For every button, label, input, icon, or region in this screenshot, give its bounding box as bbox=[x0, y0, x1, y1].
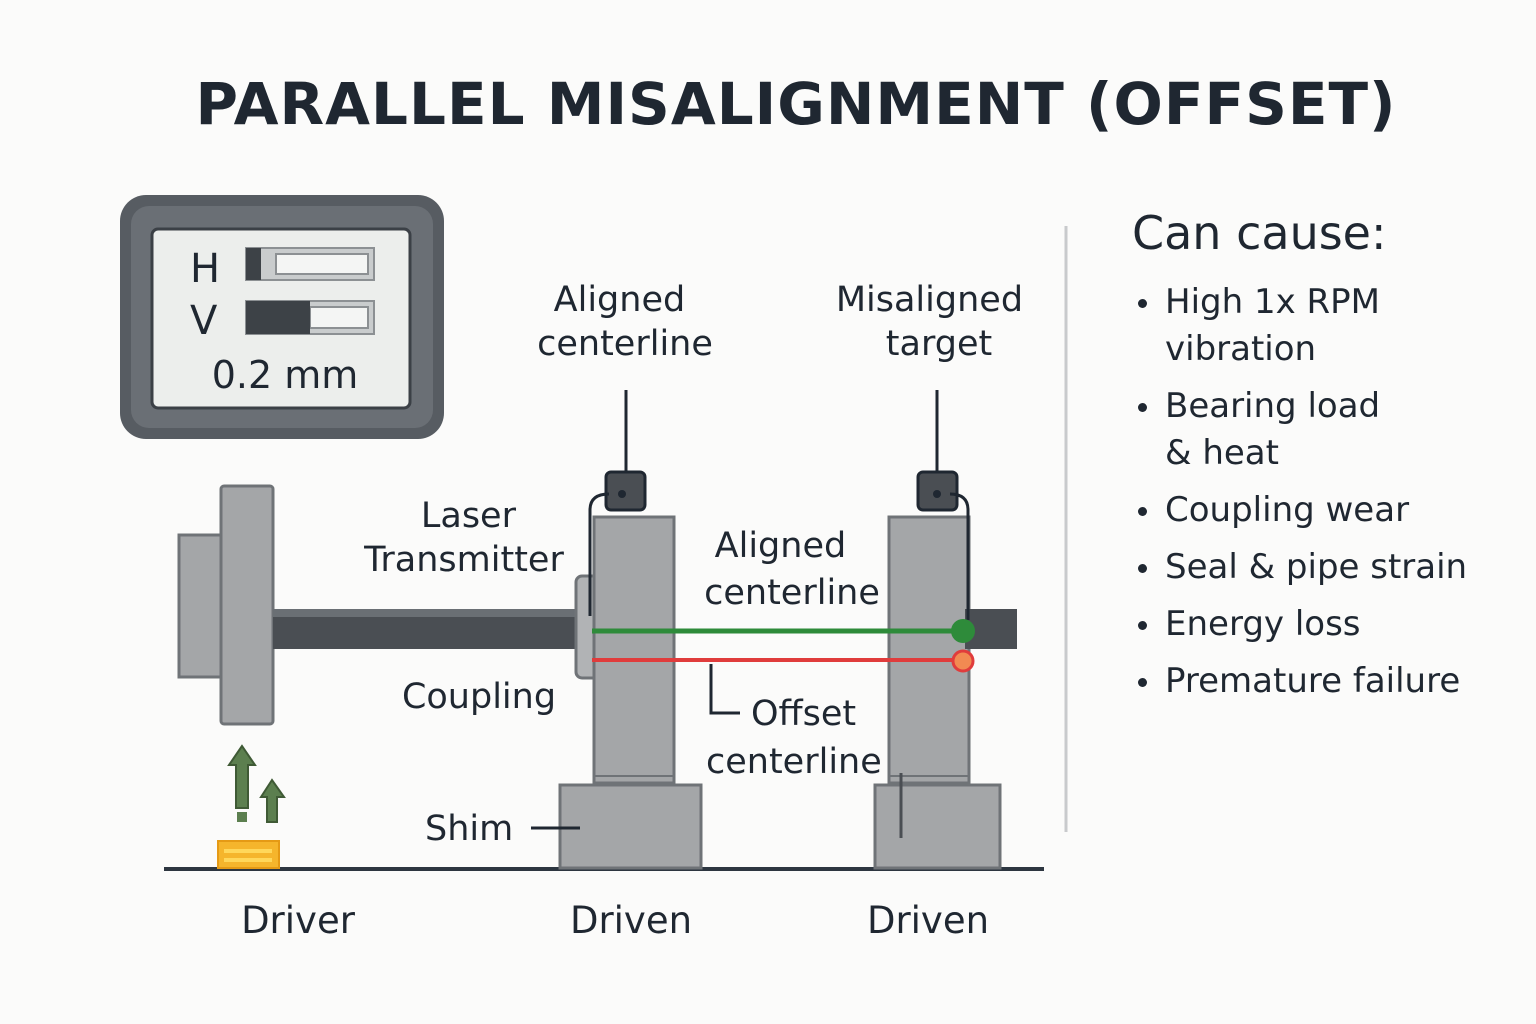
shim-label: Shim bbox=[425, 809, 513, 849]
laser-transmitter-label: Laser Transmitter bbox=[363, 496, 564, 580]
driven-label-1: Driven bbox=[570, 899, 692, 942]
misaligned-target-label: Misaligned target bbox=[836, 280, 1034, 364]
gauge-h-fill bbox=[246, 248, 261, 280]
effect-item-text: Bearing load bbox=[1165, 386, 1381, 426]
effect-item: High 1x RPM vibration bbox=[1132, 279, 1522, 373]
gauge-reading: 0.2 mm bbox=[212, 353, 359, 397]
effect-item-text: vibration bbox=[1165, 329, 1317, 369]
laser-readout-display: H V 0.2 mm bbox=[120, 195, 444, 439]
target-sensor bbox=[916, 390, 970, 620]
aligned-target-dot bbox=[951, 619, 975, 643]
effect-item-text: High 1x RPM bbox=[1165, 282, 1380, 322]
aligned-centerline-top-label: Aligned centerline bbox=[537, 280, 713, 364]
gauge-h-label: H bbox=[190, 246, 220, 292]
driver-motor bbox=[177, 484, 275, 726]
shim-block bbox=[558, 783, 703, 870]
effect-item-text: Energy loss bbox=[1165, 604, 1361, 644]
effect-item: Premature failure bbox=[1132, 658, 1522, 705]
offset-target-dot bbox=[951, 649, 975, 673]
effect-item-text: Seal & pipe strain bbox=[1165, 547, 1468, 587]
effect-item: Coupling wear bbox=[1132, 487, 1522, 534]
effect-item: Bearing load & heat bbox=[1132, 383, 1522, 477]
gauge-v-fill bbox=[246, 301, 310, 334]
driven-pedestal-1 bbox=[558, 515, 703, 870]
panel-heading: Can cause: bbox=[1132, 206, 1387, 260]
raise-arrows-icon bbox=[227, 744, 286, 823]
offset-centerline-label: Offset centerline bbox=[706, 694, 882, 782]
gauge-v-bar bbox=[245, 300, 375, 335]
driven-label-2: Driven bbox=[867, 899, 989, 942]
aligned-centerline-mid-label: Aligned centerline bbox=[704, 526, 880, 613]
laser-transmitter-sensor bbox=[588, 390, 647, 616]
offset-leader-line bbox=[709, 664, 740, 715]
effect-item-text: & heat bbox=[1165, 433, 1279, 473]
gauge-v-label: V bbox=[190, 298, 218, 344]
effect-item-text: Premature failure bbox=[1165, 661, 1461, 701]
effect-item-text: Coupling wear bbox=[1165, 490, 1410, 530]
driven-pedestal-2 bbox=[873, 515, 1002, 870]
shim-stack bbox=[217, 840, 280, 869]
page-title: PARALLEL MISALIGNMENT (OFFSET) bbox=[195, 70, 1396, 138]
effect-item: Seal & pipe strain bbox=[1132, 544, 1522, 591]
effect-item: Energy loss bbox=[1132, 601, 1522, 648]
driver-label: Driver bbox=[241, 899, 356, 942]
gauge-h-bar bbox=[245, 247, 375, 281]
coupling-label: Coupling bbox=[402, 677, 556, 717]
